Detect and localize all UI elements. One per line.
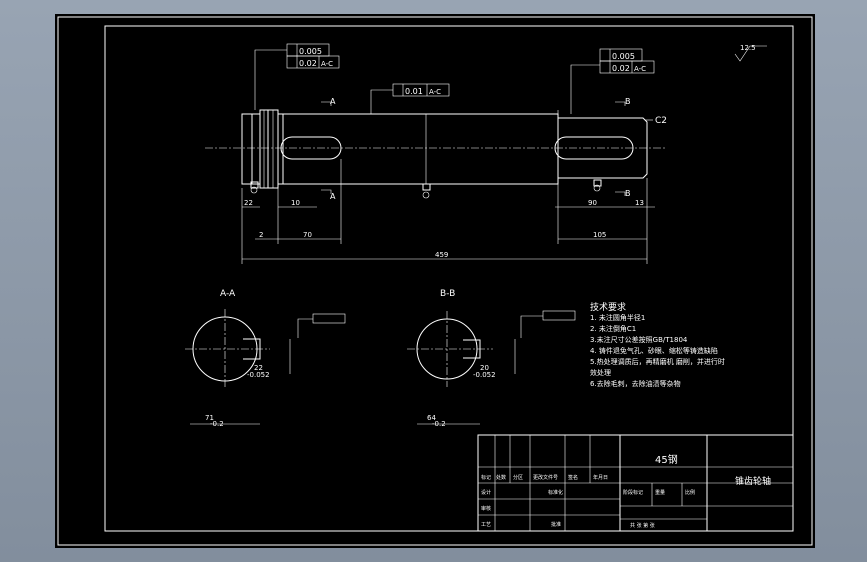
svg-text:B: B — [625, 97, 631, 106]
svg-text:处数: 处数 — [496, 474, 506, 481]
svg-text:22: 22 — [254, 364, 263, 372]
svg-text:A-C: A-C — [634, 65, 646, 73]
section-b-markers: B B — [615, 97, 631, 198]
fcf-left: 0.005 0.02 A-C — [254, 43, 340, 110]
svg-text:4. 铸件退免气孔、砂眼、缩松等铸造缺陷: 4. 铸件退免气孔、砂眼、缩松等铸造缺陷 — [590, 346, 718, 355]
svg-text:分区: 分区 — [513, 474, 523, 481]
svg-text:更改文件号: 更改文件号 — [533, 474, 558, 481]
svg-text:A-C: A-C — [429, 88, 441, 96]
fcf-right: 0.005 0.02 A-C — [570, 48, 655, 114]
section-a-markers: A A — [321, 97, 336, 201]
svg-text:A: A — [330, 97, 336, 106]
svg-text:比例: 比例 — [685, 489, 695, 496]
svg-text:20: 20 — [480, 364, 489, 372]
svg-text:审核: 审核 — [481, 505, 491, 512]
svg-text:64: 64 — [427, 414, 436, 422]
outer-frame — [57, 16, 813, 546]
svg-text:签名: 签名 — [568, 474, 578, 481]
svg-text:6.去除毛刺，去除油渍等杂物: 6.去除毛刺，去除油渍等杂物 — [590, 379, 681, 388]
svg-text:0.02: 0.02 — [612, 64, 630, 73]
svg-text:设计: 设计 — [481, 489, 491, 496]
svg-text:C2: C2 — [655, 116, 667, 126]
chamfer-label: C2 — [645, 116, 667, 126]
svg-text:70: 70 — [303, 231, 312, 239]
svg-text:批准: 批准 — [551, 521, 561, 528]
svg-text:459: 459 — [435, 251, 448, 259]
svg-text:45钢: 45钢 — [655, 453, 678, 466]
svg-text:工艺: 工艺 — [481, 522, 491, 528]
drawing-svg: 12.5 A A B — [57, 16, 813, 546]
technical-requirements: 技术要求 1. 未注圆角半径1 2. 未注倒角C1 3.未注尺寸公差按照GB/T… — [590, 301, 725, 388]
svg-text:90: 90 — [588, 199, 597, 207]
svg-text:锥齿轮轴: 锥齿轮轴 — [735, 475, 771, 487]
svg-text:2: 2 — [259, 231, 263, 239]
svg-text:重量: 重量 — [655, 489, 665, 496]
inner-frame — [104, 25, 794, 532]
svg-text:效处理: 效处理 — [590, 368, 611, 377]
surface-roughness-mark: 12.5 — [734, 44, 767, 62]
svg-text:A: A — [330, 192, 336, 201]
svg-text:71: 71 — [205, 414, 214, 422]
svg-text:5.热处理调质后，再精磨机 磨削，并进行时: 5.热处理调质后，再精磨机 磨削，并进行时 — [590, 357, 725, 366]
svg-text:105: 105 — [593, 231, 606, 239]
svg-text:标记: 标记 — [481, 474, 491, 481]
svg-text:13: 13 — [635, 199, 644, 207]
drawing-canvas[interactable]: 12.5 A A B — [55, 14, 815, 548]
svg-text:A-C: A-C — [321, 60, 333, 68]
svg-text:12.5: 12.5 — [740, 44, 756, 52]
svg-text:-0.052: -0.052 — [247, 371, 270, 379]
fcf-middle: 0.01 A-C — [370, 83, 450, 114]
svg-text:B-B: B-B — [440, 289, 455, 299]
svg-text:1. 未注圆角半径1: 1. 未注圆角半径1 — [590, 313, 645, 322]
svg-text:10: 10 — [291, 199, 300, 207]
svg-text:阶段标记: 阶段标记 — [623, 489, 643, 496]
svg-text:0.02: 0.02 — [299, 59, 317, 68]
svg-text:-0.052: -0.052 — [473, 371, 496, 379]
svg-text:技术要求: 技术要求 — [590, 301, 626, 313]
title-block: 45钢 锥齿轮轴 标记 处数 分区 更改文件号 签名 年月日 设计 标准化 审核… — [477, 434, 794, 532]
svg-text:年月日: 年月日 — [593, 474, 608, 481]
shaft-view — [205, 109, 665, 199]
svg-text:共 张 第 张: 共 张 第 张 — [630, 522, 655, 529]
svg-text:2. 未注倒角C1: 2. 未注倒角C1 — [590, 324, 636, 333]
svg-text:0.005: 0.005 — [299, 47, 322, 56]
section-b: B-B 20 -0.052 64 -0.2 — [407, 289, 576, 428]
svg-text:标准化: 标准化 — [548, 489, 563, 496]
dimensions: 22 10 2 70 90 13 105 459 — [241, 159, 655, 264]
svg-text:22: 22 — [244, 199, 253, 207]
svg-text:0.005: 0.005 — [612, 52, 635, 61]
svg-text:B: B — [625, 189, 631, 198]
svg-text:A-A: A-A — [220, 289, 236, 299]
svg-text:3.未注尺寸公差按照GB/T1804: 3.未注尺寸公差按照GB/T1804 — [590, 335, 688, 344]
section-a: A-A 22 -0.052 71 -0.2 — [185, 289, 346, 428]
svg-text:0.01: 0.01 — [405, 87, 423, 96]
